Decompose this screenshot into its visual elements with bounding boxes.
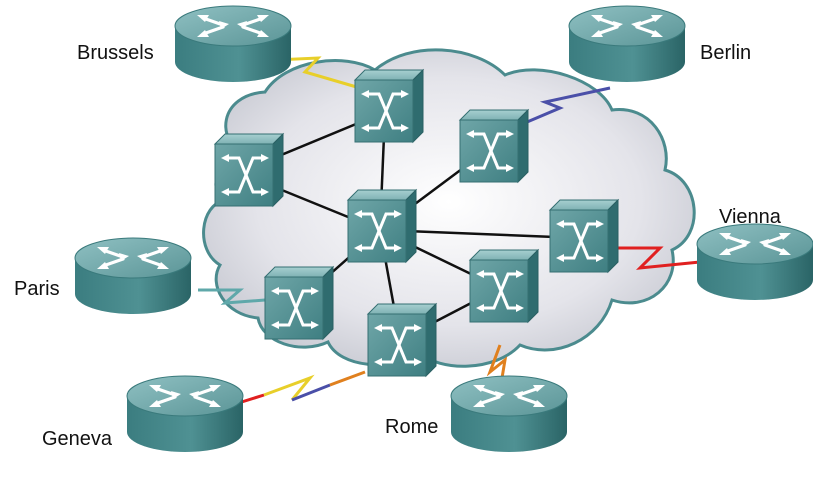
label-geneva: Geneva	[42, 428, 113, 450]
switch-br	[468, 248, 540, 324]
router-vienna	[695, 222, 813, 302]
label-paris: Paris	[14, 278, 60, 300]
link-geneva-orange	[329, 370, 366, 387]
link-vienna	[612, 246, 701, 270]
switch-bottom	[366, 302, 438, 378]
switch-center	[346, 188, 418, 264]
label-brussels: Brussels	[77, 42, 154, 64]
switch-bl	[263, 265, 335, 341]
label-rome: Rome	[385, 416, 439, 438]
link-paris	[198, 288, 266, 305]
switch-top	[353, 68, 425, 144]
label-berlin: Berlin	[700, 42, 752, 64]
switch-tl	[213, 132, 285, 208]
router-paris	[73, 236, 193, 316]
label-vienna: Vienna	[719, 206, 781, 228]
switch-tr	[458, 108, 530, 184]
router-brussels	[173, 4, 293, 84]
link-geneva-yellow	[263, 374, 315, 401]
link-berlin	[519, 86, 611, 127]
switch-right	[548, 198, 620, 274]
router-geneva	[125, 374, 245, 454]
link-geneva-blue	[291, 383, 331, 402]
router-berlin	[567, 4, 687, 84]
router-rome	[449, 374, 569, 454]
link-rome	[486, 344, 508, 391]
link-brussels	[274, 56, 361, 90]
